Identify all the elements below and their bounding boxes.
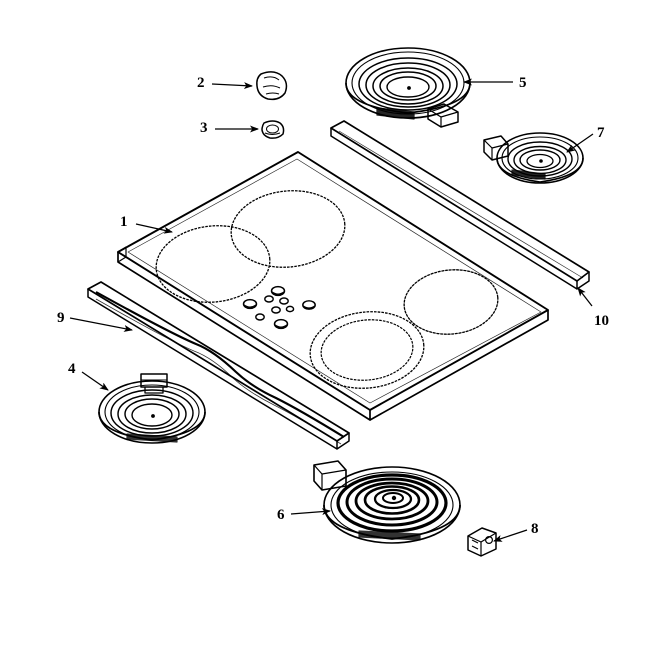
leader-lines <box>69 78 594 542</box>
trim-strip-left-group <box>87 281 350 450</box>
coil-element-large-bottom-group <box>313 460 461 544</box>
leader-9 <box>69 317 133 332</box>
callout-label-8: 8 <box>531 521 539 537</box>
leader-1 <box>135 223 173 234</box>
callout-label-4: 4 <box>68 361 76 377</box>
cooktop-main-panel-group <box>117 151 549 421</box>
callout-label-3: 3 <box>200 120 208 136</box>
leader-8 <box>493 529 528 542</box>
terminal-hole-cluster <box>242 285 316 330</box>
callout-label-9: 9 <box>57 310 65 326</box>
leader-4 <box>81 371 109 391</box>
terminal-clip-part-group <box>467 527 497 557</box>
leader-2 <box>211 82 253 90</box>
callout-label-6: 6 <box>277 507 285 523</box>
callout-label-1: 1 <box>120 214 128 230</box>
coil-element-large-top-group <box>345 47 471 128</box>
small-cap-part-group <box>256 71 288 101</box>
callout-label-5: 5 <box>519 75 527 91</box>
leader-7 <box>566 133 594 153</box>
coil-element-small-right-group <box>483 132 584 184</box>
callout-label-7: 7 <box>597 125 605 141</box>
callout-label-10: 10 <box>594 313 609 329</box>
leader-10 <box>577 287 593 307</box>
coil-element-medium-left-group <box>98 373 206 444</box>
small-ring-part-group <box>261 120 285 139</box>
leader-6 <box>290 508 331 516</box>
callout-label-2: 2 <box>197 75 205 91</box>
trim-strip-right-group <box>330 120 590 290</box>
